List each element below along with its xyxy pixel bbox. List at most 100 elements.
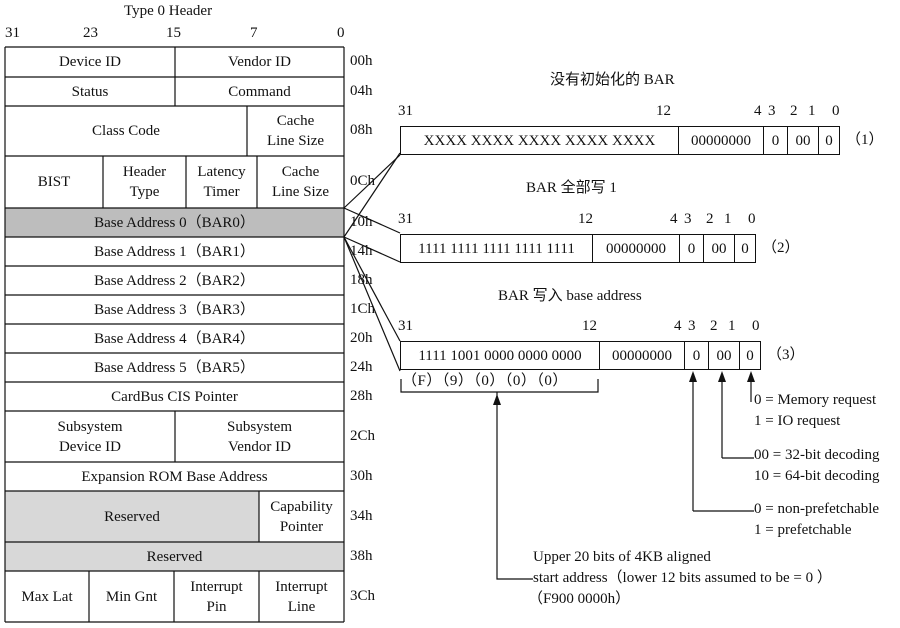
header-cell-04h-1: Command [228,83,291,100]
bar2-bit-0: 0 [748,211,756,227]
bar-tag-1: （1） [846,132,884,148]
bar2-bit-1: 1 [724,211,732,227]
header-cell-10h-0: Base Address 0（BAR0） [5,208,344,237]
header-cell-0ch-3: Cache Line Size [271,164,330,200]
offset-label-00h: 00h [350,53,373,69]
bar-title-1: 没有初始化的 BAR [550,72,675,88]
bar3-bit-2: 2 [710,318,718,334]
bar3-field-1: 00000000 [599,341,684,370]
bar2-field-2: 0 [679,234,703,263]
bar2-field-1: 00000000 [592,234,679,263]
header-cell-14h-0: Base Address 1（BAR1） [94,243,255,260]
header-cell-0ch-2: Latency Timer [197,164,246,200]
header-cell-04h-0: Status [71,83,109,100]
offset-label-08h: 08h [350,122,373,138]
offset-label-1ch: 1Ch [350,300,376,317]
bit-23: 23 [83,25,98,41]
note-32bit: 00 = 32-bit decoding [754,447,880,463]
note-64bit: 10 = 64-bit decoding [754,468,880,484]
offset-label-04h: 04h [350,82,373,99]
offset-label-38h: 38h [350,547,373,564]
header-cell-0ch-1: Header Type [122,164,167,200]
header-cell-3ch-2: Interrupt Pin [190,578,243,615]
bar-tag-2: （2） [762,240,800,256]
bar1-field-2: 0 [763,126,787,155]
header-cell-20h-0: Base Address 4（BAR4） [94,330,255,347]
header-cell-18h-0: Base Address 2（BAR2） [94,272,255,289]
note-upper-20-bits: Upper 20 bits of 4KB aligned [533,549,711,565]
bar1-bit-3: 3 [768,103,776,119]
bit-0: 0 [337,25,345,41]
bar3-field-4: 0 [739,341,761,370]
note-io-request: 1 = IO request [754,413,841,429]
bar1-field-4: 0 [818,126,840,155]
offset-label-14h: 14h [350,242,373,259]
offset-label-30h: 30h [350,467,373,484]
bar1-field-3: 00 [787,126,818,155]
offset-label-2ch: 2Ch [350,427,376,444]
note-memory-request: 0 = Memory request [754,392,877,408]
note-prefetchable: 1 = prefetchable [754,522,852,538]
bar1-bit-31: 31 [398,103,413,119]
offset-label-20h: 20h [350,329,373,346]
bar3-bit-3: 3 [688,318,696,334]
bit-31: 31 [5,25,20,41]
header-cell-00h-0: Device ID [58,54,122,70]
bar1-bit-2: 2 [790,103,798,119]
bar1-field-1: 00000000 [678,126,763,155]
bar2-bit-3: 3 [684,211,692,227]
offset-label-34h: 34h [350,507,373,524]
bit-15: 15 [166,25,181,41]
header-cell-34h-1: Capability Pointer [270,498,333,535]
bar3-field-0: 1111 1001 0000 0000 0000 [400,341,599,370]
offset-label-24h: 24h [350,358,373,375]
bit-7: 7 [250,25,258,41]
bar2-bit-31: 31 [398,211,413,227]
bar3-bit-1: 1 [728,318,736,334]
bar-title-3: BAR 写入 base address [498,288,642,304]
bar1-field-0: XXXX XXXX XXXX XXXX XXXX [400,126,678,155]
bar2-bit-4: 4 [670,211,678,227]
bar3-field-2: 0 [684,341,708,370]
header-cell-24h-0: Base Address 5（BAR5） [94,359,255,376]
bar2-bit-2: 2 [706,211,714,227]
note-non-prefetchable: 0 = non-prefetchable [754,501,880,517]
bar2-field-3: 00 [703,234,734,263]
header-cell-08h-1: Cache Line Size [266,113,325,149]
bar1-bit-4: 4 [754,103,762,119]
bar1-bit-0: 0 [832,103,840,119]
hex-digits: （F）（9）（0）（0）（0） [402,373,568,389]
header-cell-08h-0: Class Code [92,123,160,139]
header-cell-3ch-3: Interrupt Line [275,578,328,615]
bar3-bit-31: 31 [398,318,413,334]
bar1-bit-1: 1 [808,103,816,119]
bar2-field-0: 1111 1111 1111 1111 1111 [400,234,592,263]
header-cell-00h-1: Vendor ID [228,54,291,70]
bar-title-2: BAR 全部写 1 [526,180,617,196]
header-cell-0ch-0: BIST [37,174,71,190]
header-cell-3ch-1: Min Gnt [105,588,158,605]
header-cell-1ch-0: Base Address 3（BAR3） [94,301,255,318]
header-cell-38h-0: Reserved [5,542,344,571]
offset-label-10h: 10h [350,213,373,230]
bar3-bit-12: 12 [582,318,597,334]
header-cell-2ch-1: Subsystem Vendor ID [226,418,292,455]
bar2-field-4: 0 [734,234,756,263]
note-example-address: （F900 0000h） [528,591,631,607]
header-cell-2ch-0: Subsystem Device ID [57,418,123,455]
bar1-bit-12: 12 [656,103,671,119]
header-cell-28h-0: CardBus CIS Pointer [111,388,238,405]
header-title: Type 0 Header [124,3,213,19]
bar3-field-3: 00 [708,341,739,370]
header-cell-34h-0: Reserved [5,491,259,542]
offset-label-3ch: 3Ch [350,587,376,604]
bar2-bit-12: 12 [578,211,593,227]
offset-label-28h: 28h [350,387,373,404]
note-start-address: start address（lower 12 bits assumed to b… [533,570,832,586]
header-cell-30h-0: Expansion ROM Base Address [81,468,268,485]
header-cell-3ch-0: Max Lat [21,588,73,605]
